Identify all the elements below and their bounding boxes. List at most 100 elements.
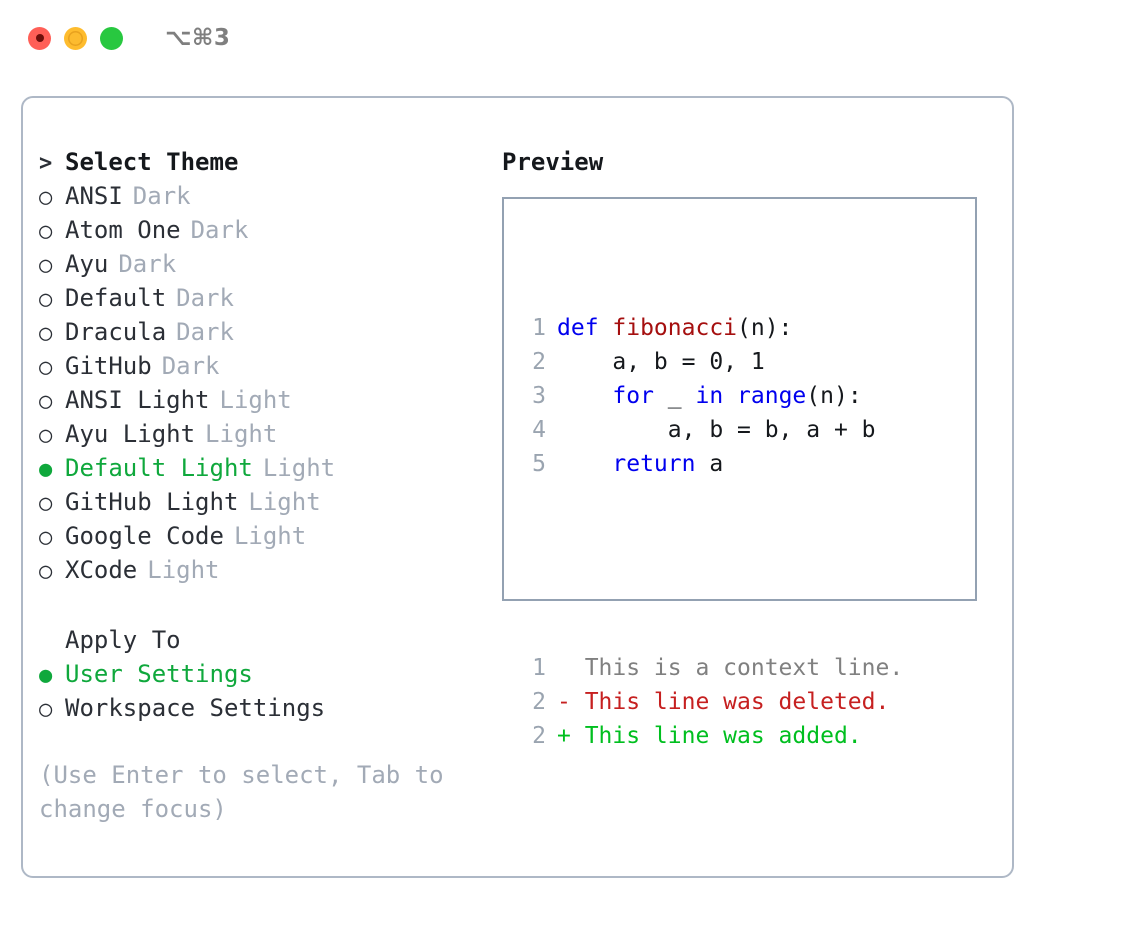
diff-sample: 1 This is a context line. 2 - This line wa…: [518, 651, 903, 753]
keyboard-hint-line-2: change focus): [39, 795, 227, 823]
theme-option-name: ANSI: [65, 182, 123, 210]
code-line: 2 a, b = 0, 1: [518, 345, 903, 379]
apply-to-option[interactable]: ● User Settings: [39, 660, 489, 694]
apply-to-option[interactable]: ○ Workspace Settings: [39, 694, 489, 728]
radio-unselected-icon: ○: [39, 253, 53, 278]
line-number: 2: [532, 723, 546, 749]
diff-line: 2+ This line was added.: [518, 719, 903, 753]
code-token: (n):: [806, 383, 862, 409]
theme-picker-title: Select Theme: [65, 148, 239, 176]
code-token: def: [557, 315, 613, 341]
theme-option-name: Default Light: [65, 454, 253, 482]
code-token: [557, 451, 612, 477]
preview-title: Preview: [502, 148, 604, 176]
radio-unselected-icon: ○: [39, 185, 53, 210]
code-token: _: [653, 383, 696, 409]
radio-unselected-icon: ○: [39, 219, 53, 244]
code-line: 5 return a: [518, 447, 903, 481]
code-line-text: a, b = 0, 1: [557, 345, 765, 379]
code-token: [723, 383, 737, 409]
theme-option-badge: Dark: [118, 250, 177, 278]
code-token: a, b = b, a + b: [557, 417, 876, 443]
apply-to-option-name: Workspace Settings: [65, 694, 326, 722]
line-number: 2: [532, 689, 546, 715]
diff-line: 1 This is a context line.: [518, 651, 903, 685]
code-token: for: [612, 383, 654, 409]
apply-to-list: ● User Settings ○ Workspace Settings: [39, 660, 489, 728]
apply-to-title: Apply To: [65, 626, 181, 654]
diff-line: 2 - This line was deleted.: [518, 685, 903, 719]
minimize-icon: [68, 30, 83, 46]
code-line: 1 def fibonacci(n):: [518, 311, 903, 345]
theme-option-name: Default: [65, 284, 167, 312]
keyboard-hint-line-1: (Use Enter to select, Tab to: [39, 761, 444, 789]
radio-unselected-icon: ○: [39, 423, 53, 448]
theme-option-name: XCode: [65, 556, 138, 584]
code-line: 3 for _ in range(n):: [518, 379, 903, 413]
code-line-text: a, b = b, a + b: [557, 413, 876, 447]
theme-option[interactable]: ○ Google Code Light: [39, 522, 489, 556]
radio-unselected-icon: ○: [39, 525, 53, 550]
window-controls: [28, 26, 123, 50]
radio-unselected-icon: ○: [39, 355, 53, 380]
theme-option[interactable]: ○ ANSI Dark: [39, 182, 489, 216]
theme-option-badge: Dark: [132, 182, 191, 210]
code-token: return: [612, 451, 696, 477]
theme-option-name: Google Code: [65, 522, 224, 550]
radio-selected-icon: ●: [39, 457, 53, 482]
line-number: 3: [532, 383, 546, 409]
diff-line-text: This is a context line.: [557, 655, 904, 681]
code-token: (n):: [737, 315, 793, 341]
radio-unselected-icon: ○: [39, 389, 53, 414]
radio-unselected-icon: ○: [39, 697, 53, 722]
close-window-button[interactable]: [28, 26, 51, 50]
code-line-text: return a: [557, 447, 723, 481]
radio-selected-icon: ●: [39, 663, 53, 688]
code-token: fibonacci: [612, 315, 738, 341]
apply-to-header: Apply To: [39, 626, 489, 660]
theme-option-name: Dracula: [65, 318, 167, 346]
radio-unselected-icon: ○: [39, 491, 53, 516]
code-line: 4 a, b = b, a + b: [518, 413, 903, 447]
theme-option-name: ANSI Light: [65, 386, 210, 414]
apply-to-option-name: User Settings: [65, 660, 253, 688]
code-token: a, b = 0, 1: [557, 349, 765, 375]
title-bar: ⌥⌘3: [0, 0, 1140, 76]
keyboard-hint: (Use Enter to select, Tab to change focu…: [39, 758, 449, 826]
theme-option-name: Atom One: [65, 216, 181, 244]
close-icon: [35, 34, 44, 42]
code-token: in: [695, 383, 724, 409]
prompt-caret-icon: >: [39, 151, 53, 176]
theme-option-badge: Light: [233, 522, 307, 550]
code-line-text: def fibonacci(n):: [557, 311, 792, 345]
section-spacer: [39, 590, 489, 626]
line-number: 1: [532, 315, 546, 341]
theme-option-name: Ayu: [65, 250, 109, 278]
code-token: a: [695, 451, 724, 477]
maximize-window-button[interactable]: [100, 26, 123, 50]
line-number: 2: [532, 349, 546, 375]
line-number: 4: [532, 417, 546, 443]
diff-line-text: - This line was deleted.: [557, 689, 890, 715]
theme-option[interactable]: ○ Ayu Dark: [39, 250, 489, 284]
theme-option-badge: Light: [147, 556, 220, 584]
radio-unselected-icon: ○: [39, 287, 53, 312]
radio-unselected-icon: ○: [39, 321, 53, 346]
minimize-window-button[interactable]: [64, 26, 87, 50]
theme-option-badge: Dark: [190, 216, 249, 244]
theme-option[interactable]: ○ Atom One Dark: [39, 216, 489, 250]
theme-option-badge: Dark: [161, 352, 220, 380]
